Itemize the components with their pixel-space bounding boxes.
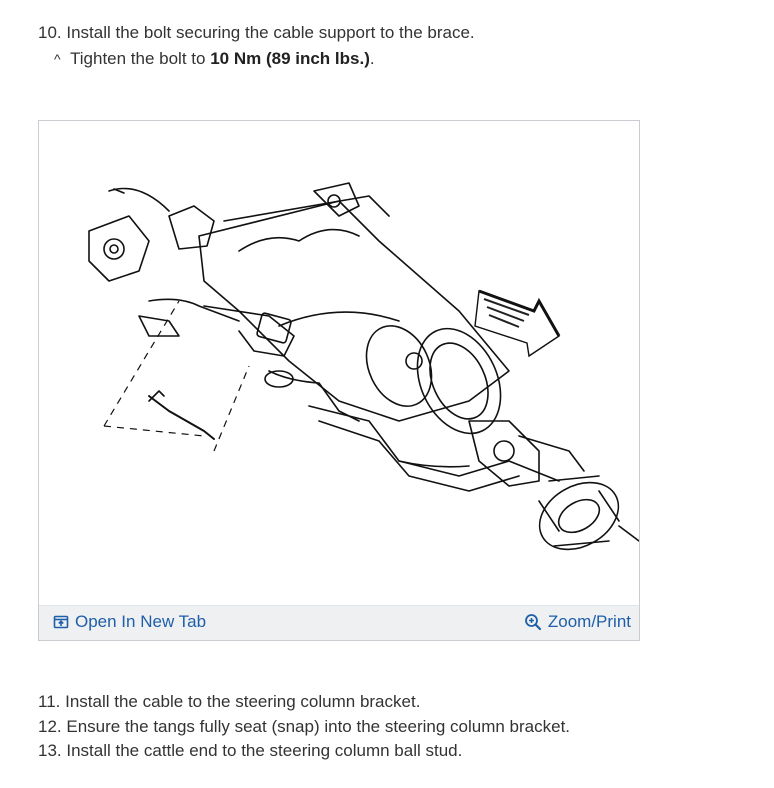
step-text: Install the bolt securing the cable supp… [66,23,475,42]
open-in-new-tab-label: Open In New Tab [75,612,207,631]
step-number: 13. [38,741,62,760]
caret-bullet: ^ [54,51,61,67]
steps-list: 11. Install the cable to the steering co… [38,690,570,764]
open-in-new-tab-link[interactable]: Open In New Tab [53,612,206,632]
step-10: 10. Install the bolt securing the cable … [38,22,475,44]
substep-torque: ^ Tighten the bolt to 10 Nm (89 inch lbs.… [54,48,375,70]
step-text: Install the cattle end to the steering c… [66,741,463,760]
substep-suffix: . [369,49,375,68]
zoom-print-label: Zoom/Print [547,612,631,631]
step-number: 12. [38,716,62,736]
open-new-tab-icon [53,615,69,629]
step-text: Install the cable to the steering column… [65,692,421,711]
steering-column-illustration [88,182,639,551]
step-13: 13. Install the cattle end to the steeri… [38,739,570,764]
figure-panel: Open In New Tab Zoom/Print [38,120,640,641]
substep-prefix: Tighten the bolt to [70,49,206,68]
step-number: 10. [38,23,62,42]
zoom-in-icon [524,614,541,631]
zoom-print-link[interactable]: Zoom/Print [524,612,631,632]
step-11: 11. Install the cable to the steering co… [38,690,570,715]
torque-value: 10 Nm (89 inch lbs.) [210,49,370,68]
step-number: 11. [38,692,61,711]
figure-toolbar: Open In New Tab Zoom/Print [39,605,639,640]
step-12: 12. Ensure the tangs fully seat (snap) i… [38,715,570,740]
step-text: Ensure the tangs fully seat (snap) into … [66,716,571,736]
